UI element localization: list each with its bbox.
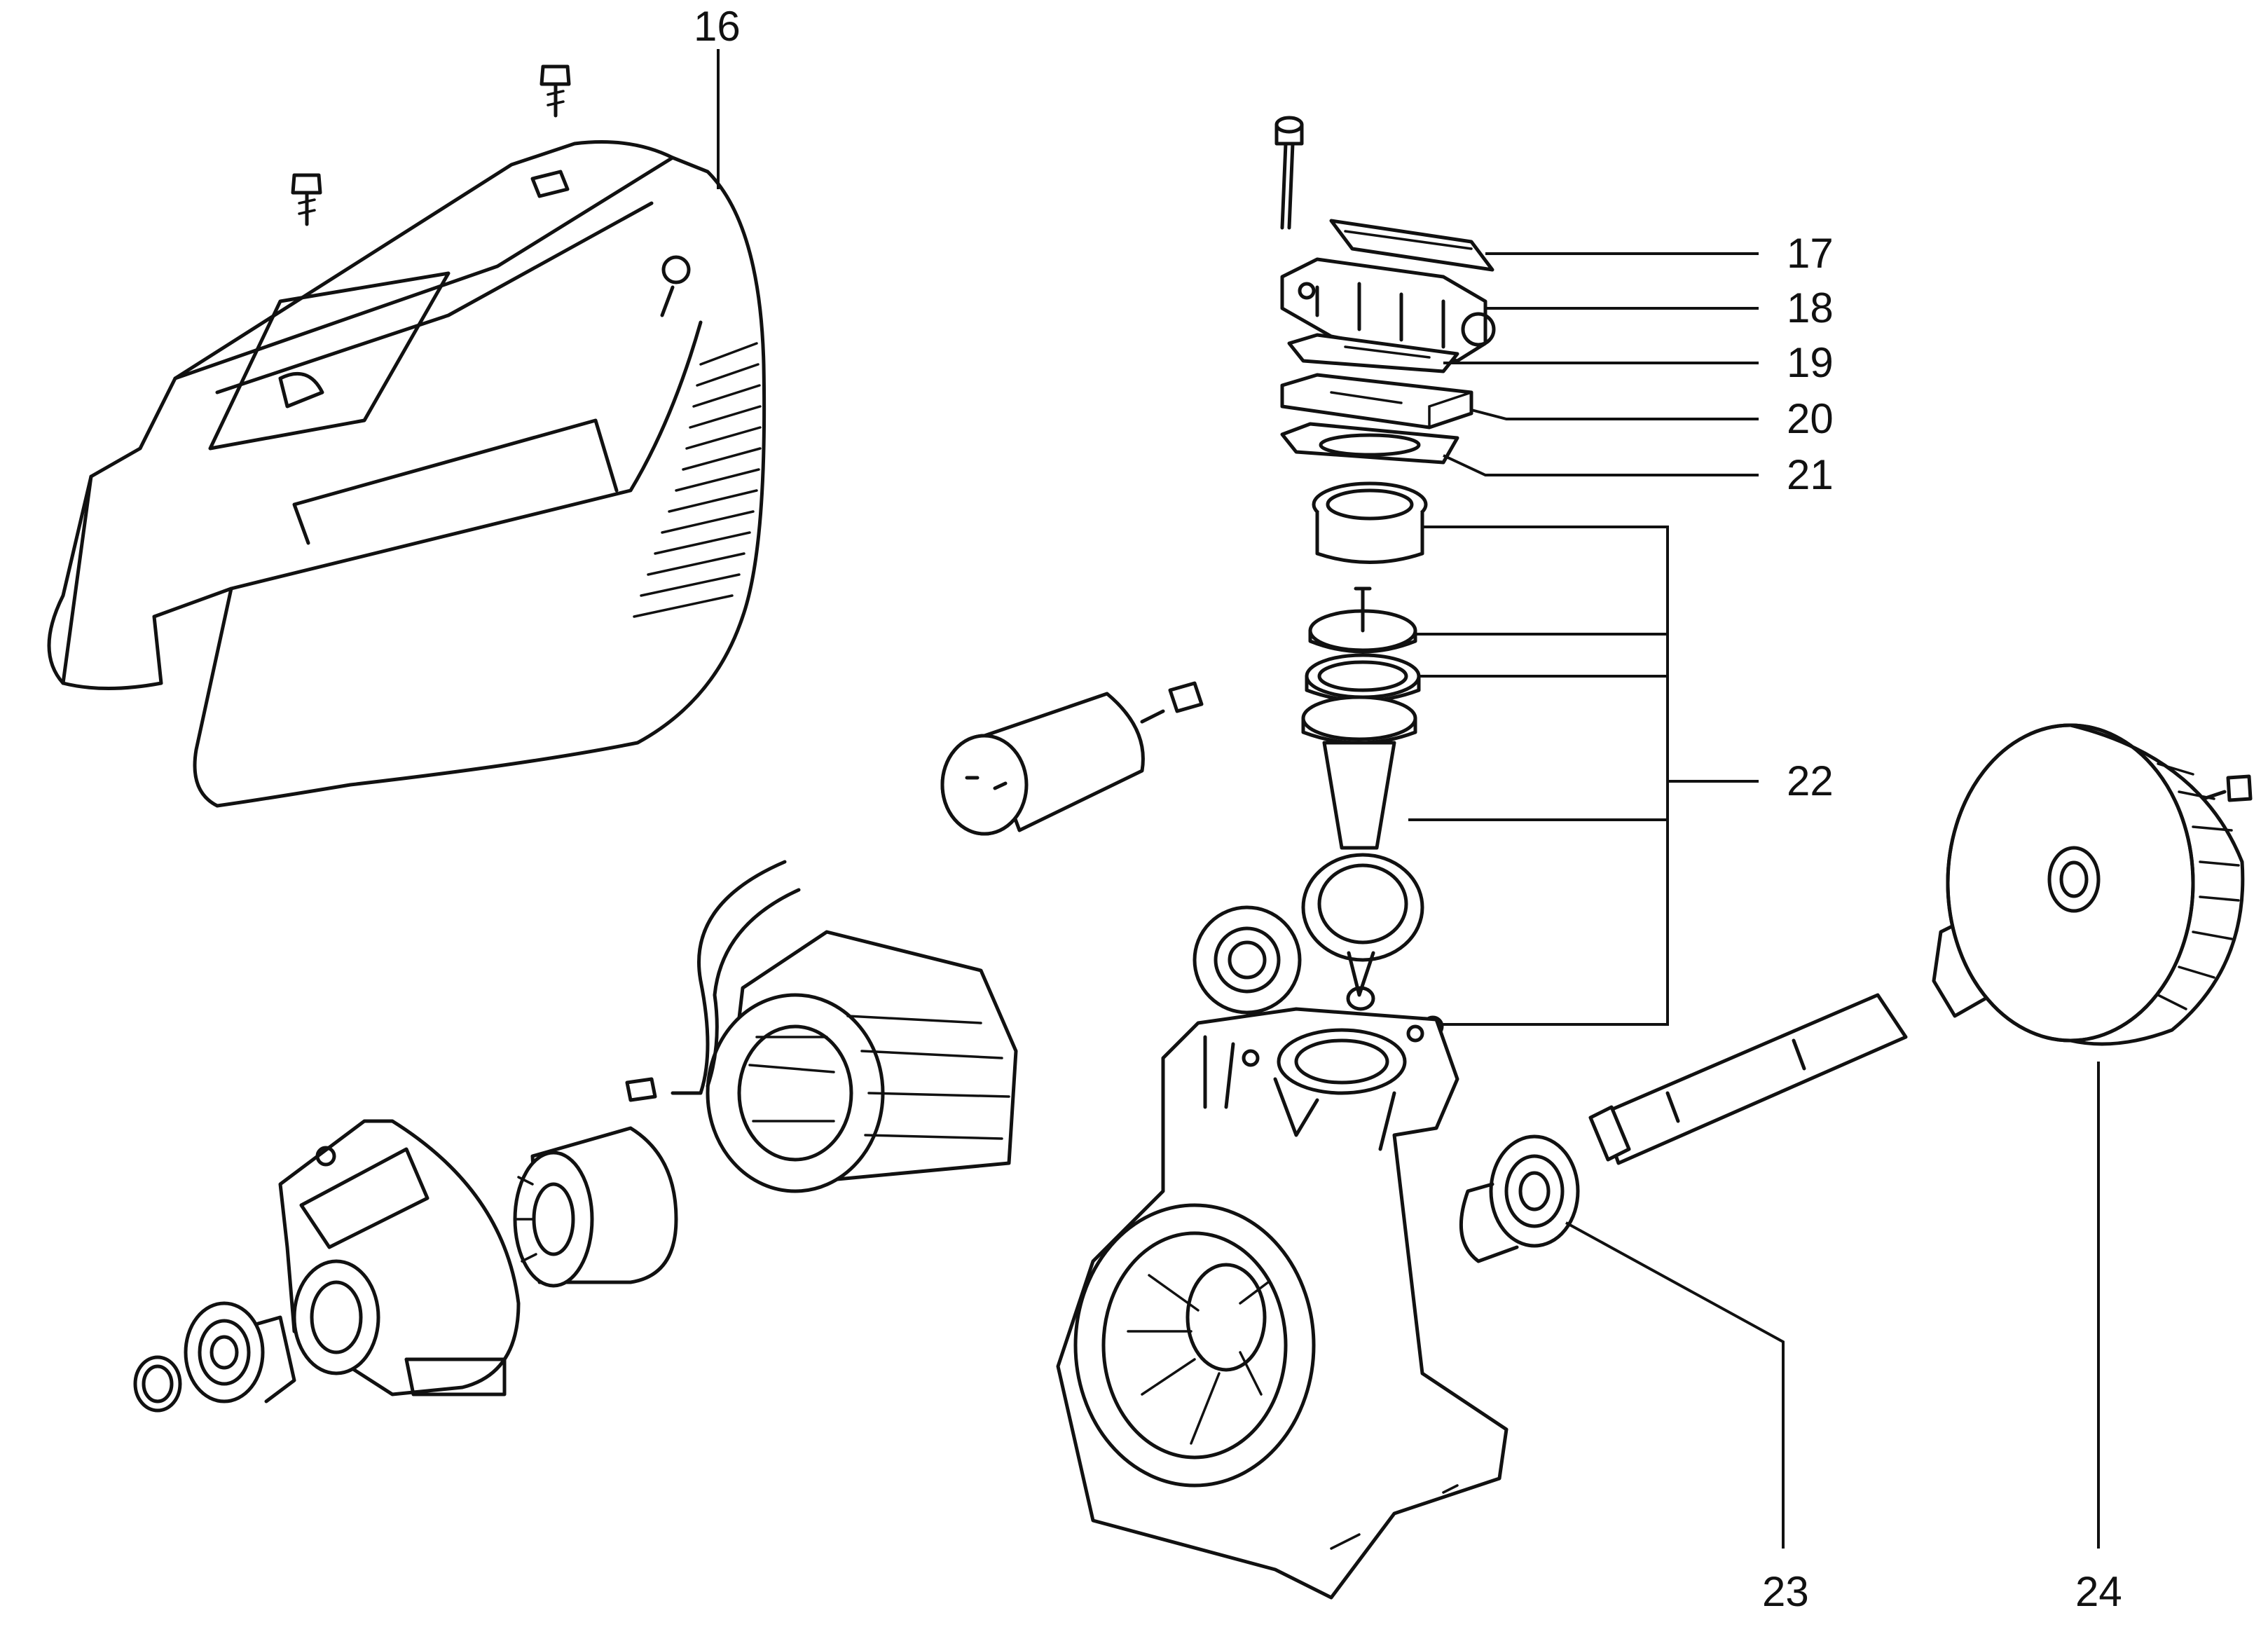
crankshaft — [1588, 902, 2012, 1165]
callout-18: 18 — [1787, 284, 1834, 331]
callout-21: 21 — [1787, 451, 1834, 498]
piston-cap — [1308, 586, 1417, 654]
cover-vent-slots — [633, 342, 762, 618]
ball-bearing-right — [1459, 1134, 1580, 1263]
cover-screw — [539, 64, 571, 118]
top-cover — [47, 140, 767, 808]
cooling-fan — [1946, 723, 2245, 1046]
motor-rotor — [513, 1126, 678, 1288]
head-bolt — [1274, 116, 1304, 230]
motor-wire-connector — [625, 1077, 657, 1102]
end-bracket — [278, 1119, 521, 1396]
callout-22: 22 — [1787, 757, 1834, 804]
circlip — [133, 1355, 182, 1413]
callout-leaders-22 — [1408, 526, 1759, 1026]
piston-body — [1301, 695, 1417, 745]
cover-screw — [291, 173, 322, 226]
capacitor — [940, 681, 1204, 836]
callout-24: 24 — [2075, 1568, 2122, 1615]
ball-bearing-left — [184, 1301, 296, 1403]
crankcase — [1056, 1007, 1508, 1600]
callout-leaders-other — [717, 49, 2100, 1549]
cylinder-sleeve — [1312, 481, 1428, 564]
fan-screw — [2201, 774, 2253, 802]
callout-17: 17 — [1787, 230, 1834, 277]
callout-16: 16 — [694, 3, 741, 50]
piston-ring — [1305, 653, 1421, 703]
conrod-bearing — [1193, 905, 1302, 1015]
valve-plate-gasket — [1329, 219, 1494, 272]
valve-plate — [1280, 373, 1473, 430]
connecting-rod — [1301, 741, 1424, 1011]
motor-stator — [671, 860, 1018, 1193]
callout-labels: 16 17 18 19 20 21 22 23 24 — [694, 3, 2122, 1615]
cylinder-gasket — [1280, 422, 1459, 465]
callout-23: 23 — [1762, 1568, 1809, 1615]
callout-20: 20 — [1787, 395, 1834, 442]
callout-leaders-head — [1443, 252, 1759, 476]
callout-19: 19 — [1787, 339, 1834, 386]
